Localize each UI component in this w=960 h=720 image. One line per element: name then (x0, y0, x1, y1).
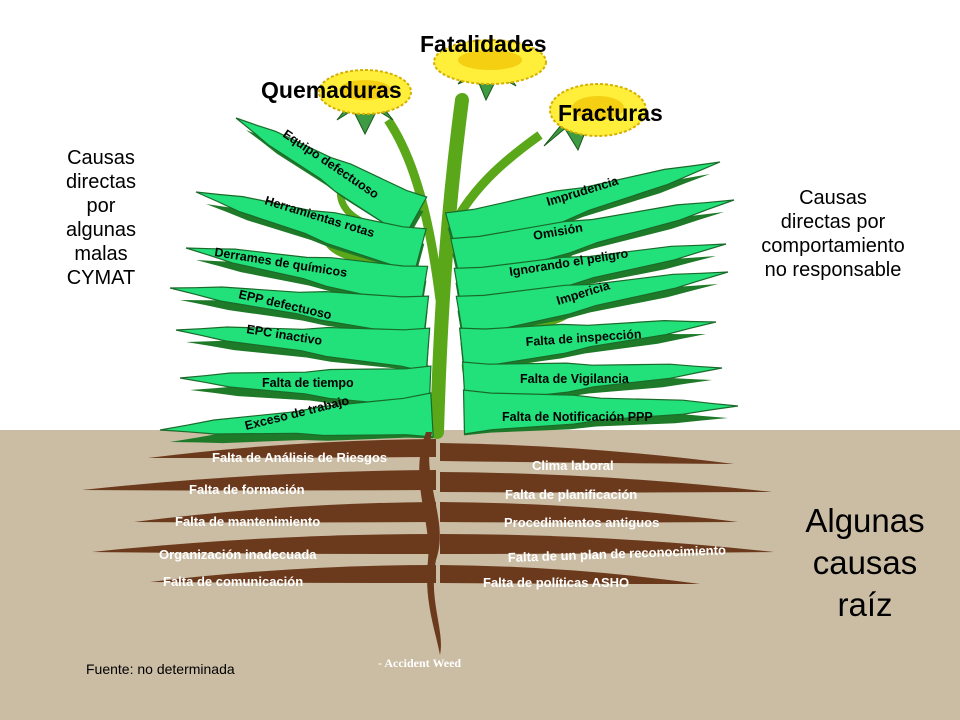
taproot (419, 432, 441, 655)
leaf-label-left-5: Falta de tiempo (262, 376, 354, 390)
flower-label-quemaduras: Quemaduras (261, 77, 402, 103)
right-caption-line: Causas (799, 187, 867, 209)
root (440, 443, 734, 464)
leaf-label-right-5: Falta de Vigilancia (520, 372, 630, 386)
root (134, 502, 436, 523)
flower-label-fracturas: Fracturas (558, 100, 663, 126)
root (440, 534, 774, 554)
leaf-layer (159, 117, 739, 444)
left-caption: Causas directas por algunas malas CYMAT (45, 146, 157, 290)
right-caption-line: comportamiento (761, 235, 905, 257)
right-caption-line: no responsable (764, 259, 902, 281)
leaf-label-right-6: Falta de Notificación PPP (502, 410, 653, 424)
leaf (175, 326, 431, 373)
left-caption-line: Causas (67, 147, 135, 169)
root (440, 502, 738, 523)
main-stem (430, 93, 469, 439)
flower-fracturas (543, 83, 647, 152)
root-caption-line: raíz (837, 586, 893, 623)
root-label-left-3: Organización inadecuada (159, 547, 317, 562)
left-caption-line: por (86, 195, 116, 217)
leaf (455, 271, 729, 341)
root (92, 534, 436, 554)
root-label-right-4: Falta de políticas ASHO (483, 575, 629, 590)
root (150, 565, 436, 583)
root-caption-line: Algunas (805, 502, 925, 539)
credit-label: - Accident Weed (378, 656, 462, 670)
root-layer (82, 439, 774, 584)
right-caption: Causas directas por comportamiento no re… (738, 186, 928, 282)
flower-label-fatalidades: Fatalidades (420, 31, 547, 57)
leaf (462, 389, 739, 435)
root (440, 565, 700, 584)
root-label-right-1: Falta de planificación (505, 487, 637, 502)
root-label-left-0: Falta de Análisis de Riesgos (212, 450, 387, 465)
root-caption-line: causas (812, 544, 918, 581)
leaf (458, 319, 717, 373)
leaf (235, 117, 428, 240)
root-caption: Algunas causas raíz (780, 500, 950, 626)
source-note: Fuente: no determinada (86, 661, 235, 677)
root (148, 439, 436, 458)
right-caption-line: directas por (780, 211, 886, 233)
root (440, 472, 772, 493)
flower-fatalidades (433, 39, 547, 102)
petal-center (458, 50, 522, 70)
petal-center (339, 80, 391, 100)
root-label-left-4: Falta de comunicación (163, 574, 303, 589)
leaf (159, 392, 434, 438)
left-caption-line: CYMAT (66, 267, 136, 289)
leaf (195, 191, 427, 277)
flower-quemaduras (318, 69, 412, 136)
left-caption-line: algunas (65, 219, 137, 241)
root-label-right-0: Clima laboral (532, 458, 614, 473)
root-label-right-2: Procedimientos antiguos (504, 515, 659, 530)
left-caption-line: directas (65, 171, 137, 193)
root-label-left-2: Falta de mantenimiento (175, 514, 320, 529)
petal-center (572, 96, 624, 120)
left-caption-line: malas (74, 243, 128, 265)
root-label-left-1: Falta de formación (189, 482, 305, 497)
root (82, 470, 436, 491)
